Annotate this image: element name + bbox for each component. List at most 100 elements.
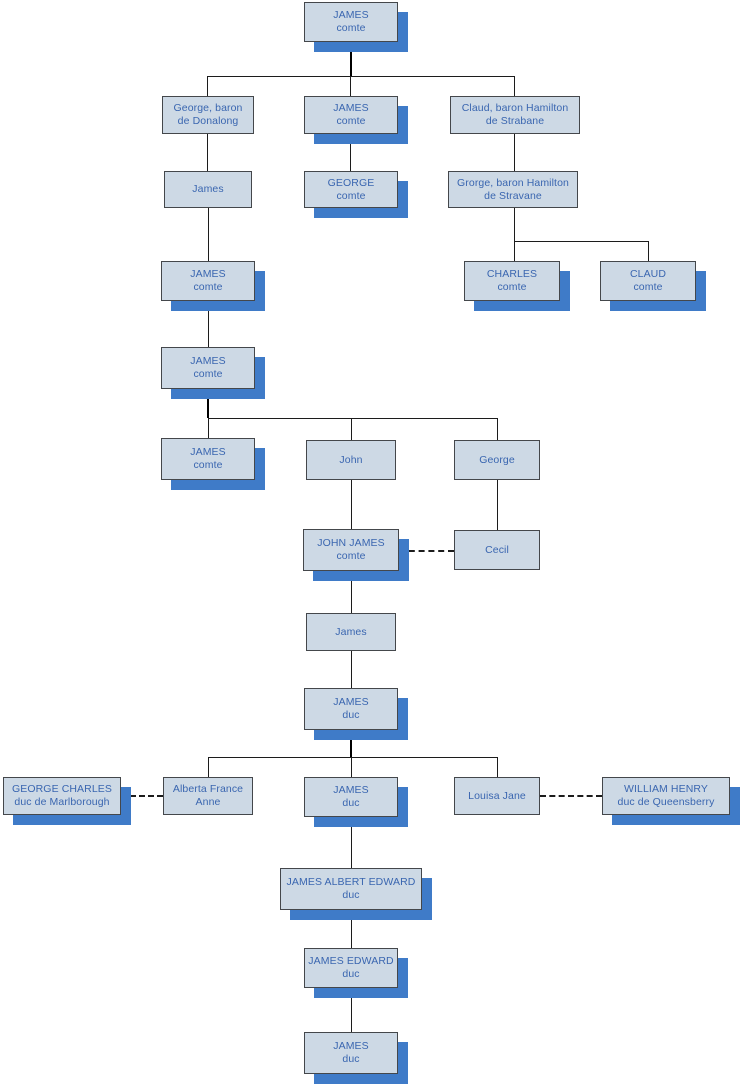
- connector-bus-gen2: [207, 76, 515, 77]
- person-name: James: [335, 625, 367, 638]
- connector-drop-n21: [351, 757, 352, 777]
- person-name: JAMES EDWARD: [308, 955, 394, 967]
- marriage-johnjames-cecil: [399, 550, 454, 552]
- person-name: Grorge, baron Hamilton: [457, 176, 569, 189]
- connector-johnjames-james: [351, 571, 352, 613]
- person-node[interactable]: James: [164, 171, 252, 208]
- person-name: JOHN JAMES: [317, 537, 385, 549]
- person-node[interactable]: John: [306, 440, 396, 480]
- connector-n11-stem: [207, 389, 209, 418]
- person-name: JAMES: [333, 102, 369, 114]
- person-title: duc: [342, 709, 360, 721]
- marriage-marlborough-alberta: [121, 795, 163, 797]
- person-title: duc: [342, 797, 360, 809]
- person-name: JAMES ALBERT EDWARD: [286, 876, 416, 888]
- connector-james-jamesduc: [351, 651, 352, 688]
- connector-n3-n6: [350, 134, 351, 171]
- person-title: comte: [193, 281, 223, 293]
- connector-n5-n8: [208, 208, 209, 261]
- connector-n8-n11: [208, 301, 209, 347]
- person-name: JAMES: [333, 696, 369, 708]
- connector-drop-n3: [350, 76, 351, 96]
- person-name: WILLIAM HENRY: [624, 783, 708, 795]
- person-name: John: [339, 453, 363, 466]
- person-name: Louisa Jane: [468, 789, 526, 802]
- connector-n4-n7: [514, 134, 515, 171]
- person-name: George: [479, 453, 515, 466]
- person-name: George, baron: [173, 102, 243, 114]
- connector-n18-stem: [350, 730, 352, 757]
- person-name: GEORGE CHARLES: [11, 783, 112, 795]
- connector-bus-charles-claud: [514, 241, 649, 242]
- person-title: comte: [193, 459, 223, 471]
- person-node[interactable]: Louisa Jane: [454, 777, 540, 815]
- connector-drop-louisa: [497, 757, 498, 777]
- person-name: Claud, baron Hamilton: [461, 102, 569, 114]
- person-name: Cecil: [485, 543, 509, 556]
- person-name: JAMES: [333, 9, 369, 21]
- connector-n21-n24: [351, 817, 352, 868]
- person-node[interactable]: George: [454, 440, 540, 480]
- connector-drop-n2: [207, 76, 208, 96]
- connector-bus-gen8: [208, 418, 498, 419]
- person-name: JAMES: [190, 355, 226, 367]
- person-node[interactable]: James: [306, 613, 396, 651]
- connector-john-johnjames: [351, 480, 352, 529]
- person-name: GEORGE: [327, 176, 375, 189]
- person-title: comte: [336, 22, 366, 34]
- person-title: de Stravane: [484, 189, 542, 202]
- person-title: comte: [633, 281, 663, 293]
- person-name: JAMES: [190, 268, 226, 280]
- person-name: CLAUD: [629, 268, 667, 280]
- person-node[interactable]: Cecil: [454, 530, 540, 570]
- person-title: duc: [342, 968, 360, 980]
- connector-drop-alberta: [208, 757, 209, 777]
- connector-drop-n12: [208, 418, 209, 438]
- connector-drop-john: [351, 418, 352, 440]
- person-title: comte: [497, 281, 527, 293]
- person-title: duc de Marlborough: [14, 796, 110, 808]
- person-title: comte: [336, 189, 366, 202]
- person-title: duc: [342, 889, 360, 901]
- connector-n25-n26: [351, 988, 352, 1032]
- connector-n2-n5: [207, 134, 208, 171]
- person-name: JAMES: [333, 784, 369, 796]
- connector-george-cecil: [497, 480, 498, 530]
- connector-n1-stem: [350, 42, 352, 76]
- person-title: comte: [193, 368, 223, 380]
- connector-drop-charles: [514, 241, 515, 261]
- marriage-louisa-queensberry: [540, 795, 602, 797]
- person-title: duc de Queensberry: [617, 796, 715, 808]
- connector-bus-gen13: [208, 757, 498, 758]
- person-title: comte: [336, 550, 366, 562]
- person-name: JAMES: [190, 446, 226, 458]
- person-name: CHARLES: [486, 268, 538, 280]
- connector-n7-stem: [514, 208, 515, 241]
- connector-n24-n25: [351, 910, 352, 948]
- connector-drop-george: [497, 418, 498, 440]
- connector-drop-n4: [514, 76, 515, 96]
- person-title: de Strabane: [485, 115, 545, 127]
- person-name: JAMES: [333, 1040, 369, 1052]
